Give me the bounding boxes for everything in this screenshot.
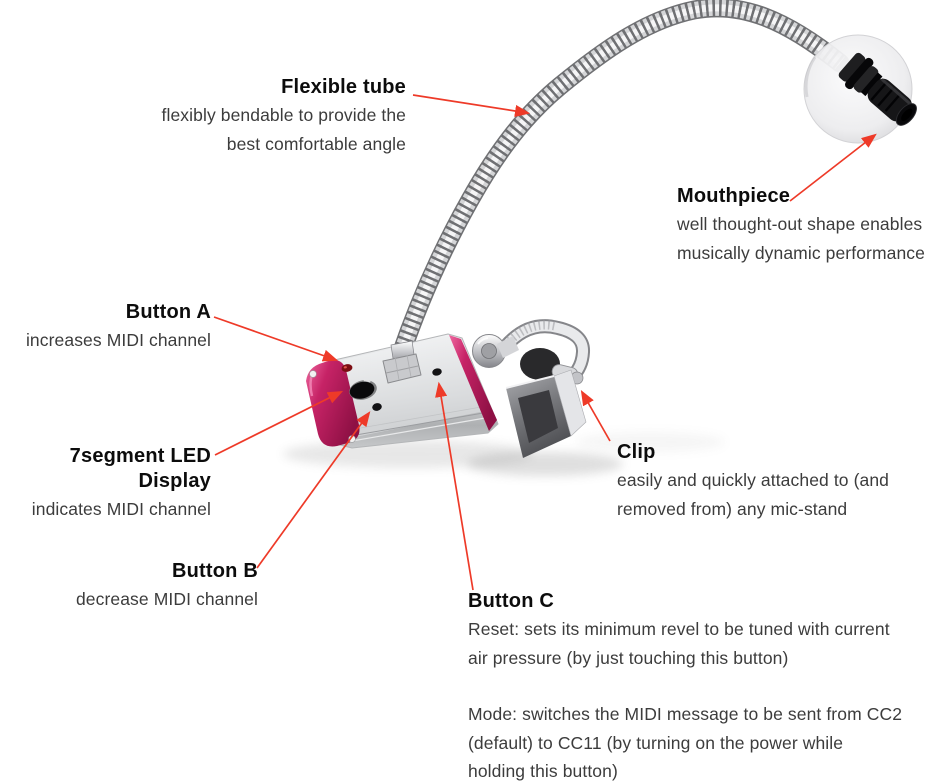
arrow-button-c xyxy=(435,381,474,591)
button-a-desc-line: increases MIDI channel xyxy=(25,330,211,350)
button-c-mode-line: (default) to CC11 (by turning on the pow… xyxy=(468,732,844,753)
label-mouthpiece: Mouthpiece well thought-out shape enable… xyxy=(677,184,925,267)
clip-desc-line: easily and quickly attached to (and xyxy=(617,470,889,490)
label-button-b: Button B decrease MIDI channel xyxy=(76,559,258,614)
device-body xyxy=(306,333,499,449)
led-display-desc-line: indicates MIDI channel xyxy=(31,499,211,519)
led-display-title: 7segment LED Display xyxy=(69,445,211,492)
button-b-dot[interactable] xyxy=(372,402,383,411)
flexible-tube-desc-line: best comfortable angle xyxy=(226,133,406,154)
button-c-dot[interactable] xyxy=(432,367,443,376)
button-a-title: Button A xyxy=(125,301,211,323)
label-clip: Clip easily and quickly attached to (and… xyxy=(617,440,889,523)
flexible-tube-title: Flexible tube xyxy=(281,76,406,98)
button-c-reset-line: air pressure (by just touching this butt… xyxy=(468,647,789,668)
button-c-title: Button C xyxy=(468,590,555,612)
arrow-clip xyxy=(580,390,611,442)
button-c-reset-line: Reset: sets its minimum revel to be tune… xyxy=(468,619,890,639)
mouthpiece-desc-line: musically dynamic performance xyxy=(677,242,925,263)
mouthpiece-desc-line: well thought-out shape enables xyxy=(677,214,923,234)
label-led-display: 7segment LED Display indicates MIDI chan… xyxy=(0,444,211,524)
arrow-flexible-tube xyxy=(412,94,531,118)
end-cap-right xyxy=(449,335,497,431)
clip xyxy=(472,319,590,458)
button-b-desc-line: decrease MIDI channel xyxy=(75,589,258,609)
label-flexible-tube: Flexible tube flexibly bendable to provi… xyxy=(162,75,406,158)
clip-title: Clip xyxy=(617,441,656,463)
button-a-led[interactable] xyxy=(341,363,353,373)
callout-arrows xyxy=(213,94,877,591)
arrow-button-a xyxy=(213,316,339,362)
arrow-led-display xyxy=(214,390,344,456)
flexible-tube-desc-line: flexibly bendable to provide the xyxy=(161,105,406,125)
mouthpiece-title: Mouthpiece xyxy=(677,185,791,207)
led-display-window xyxy=(349,379,377,400)
tube-mount-nut xyxy=(382,340,422,384)
button-b-title: Button B xyxy=(171,560,258,582)
shadow xyxy=(283,432,725,476)
label-button-c: Button C Reset: sets its minimum revel t… xyxy=(468,589,902,783)
arrow-button-b xyxy=(256,411,371,569)
mouthpiece xyxy=(803,34,917,144)
button-c-mode-line: holding this button) xyxy=(468,761,618,781)
flexible-tube xyxy=(390,0,850,367)
label-button-a: Button A increases MIDI channel xyxy=(26,300,211,355)
clip-desc-line: removed from) any mic-stand xyxy=(617,498,848,519)
button-c-mode-line: Mode: switches the MIDI message to be se… xyxy=(468,704,903,724)
arrow-mouthpiece xyxy=(789,133,877,202)
